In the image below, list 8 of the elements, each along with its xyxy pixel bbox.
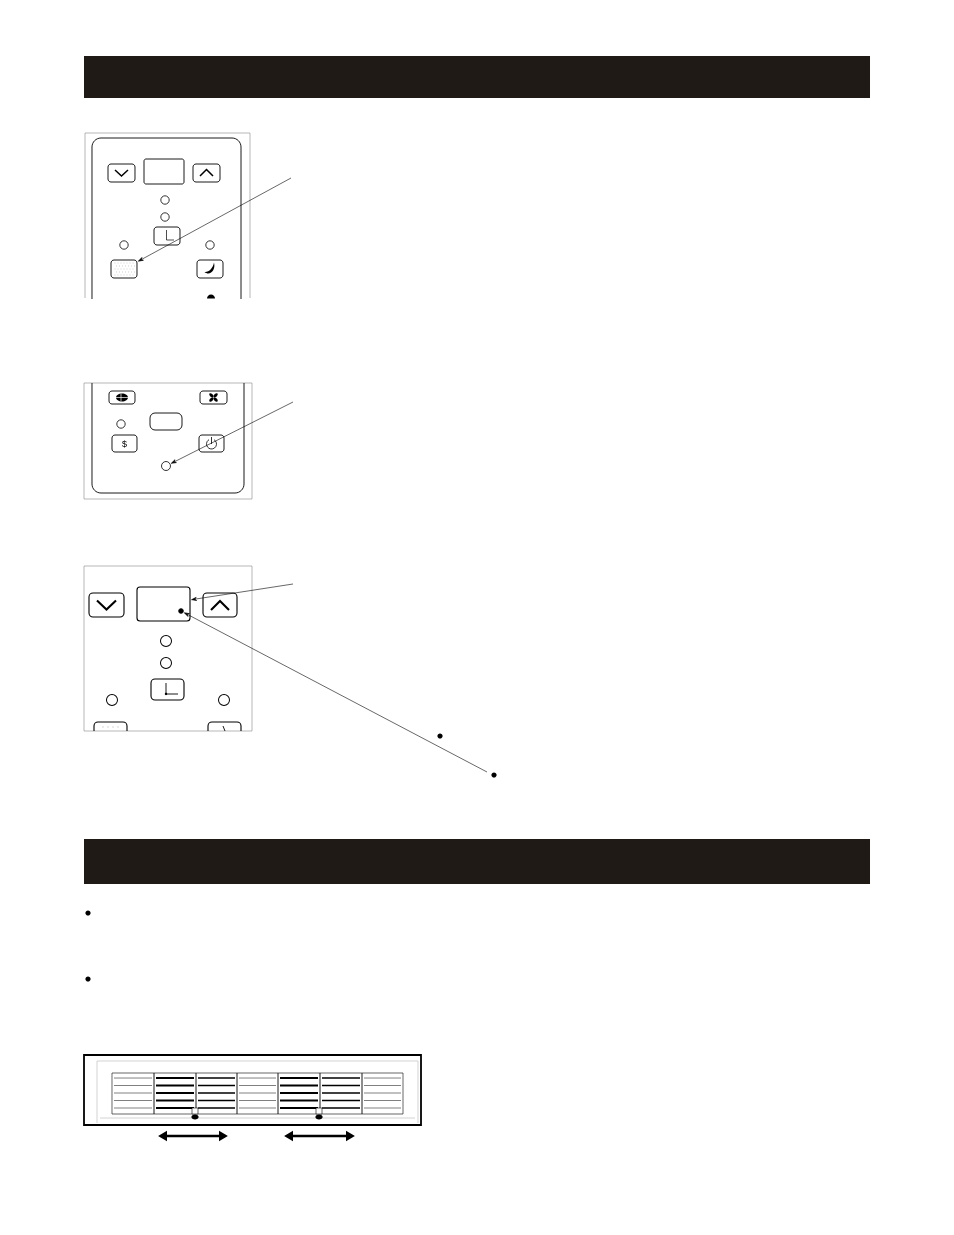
leader-line bbox=[170, 401, 294, 464]
leader-line bbox=[184, 612, 488, 773]
stippled-button bbox=[110, 259, 138, 279]
indicator-light bbox=[161, 461, 171, 471]
display-window bbox=[136, 586, 191, 622]
leader-line bbox=[138, 177, 292, 262]
button-label: $ bbox=[122, 440, 127, 448]
leader-line bbox=[191, 583, 294, 601]
